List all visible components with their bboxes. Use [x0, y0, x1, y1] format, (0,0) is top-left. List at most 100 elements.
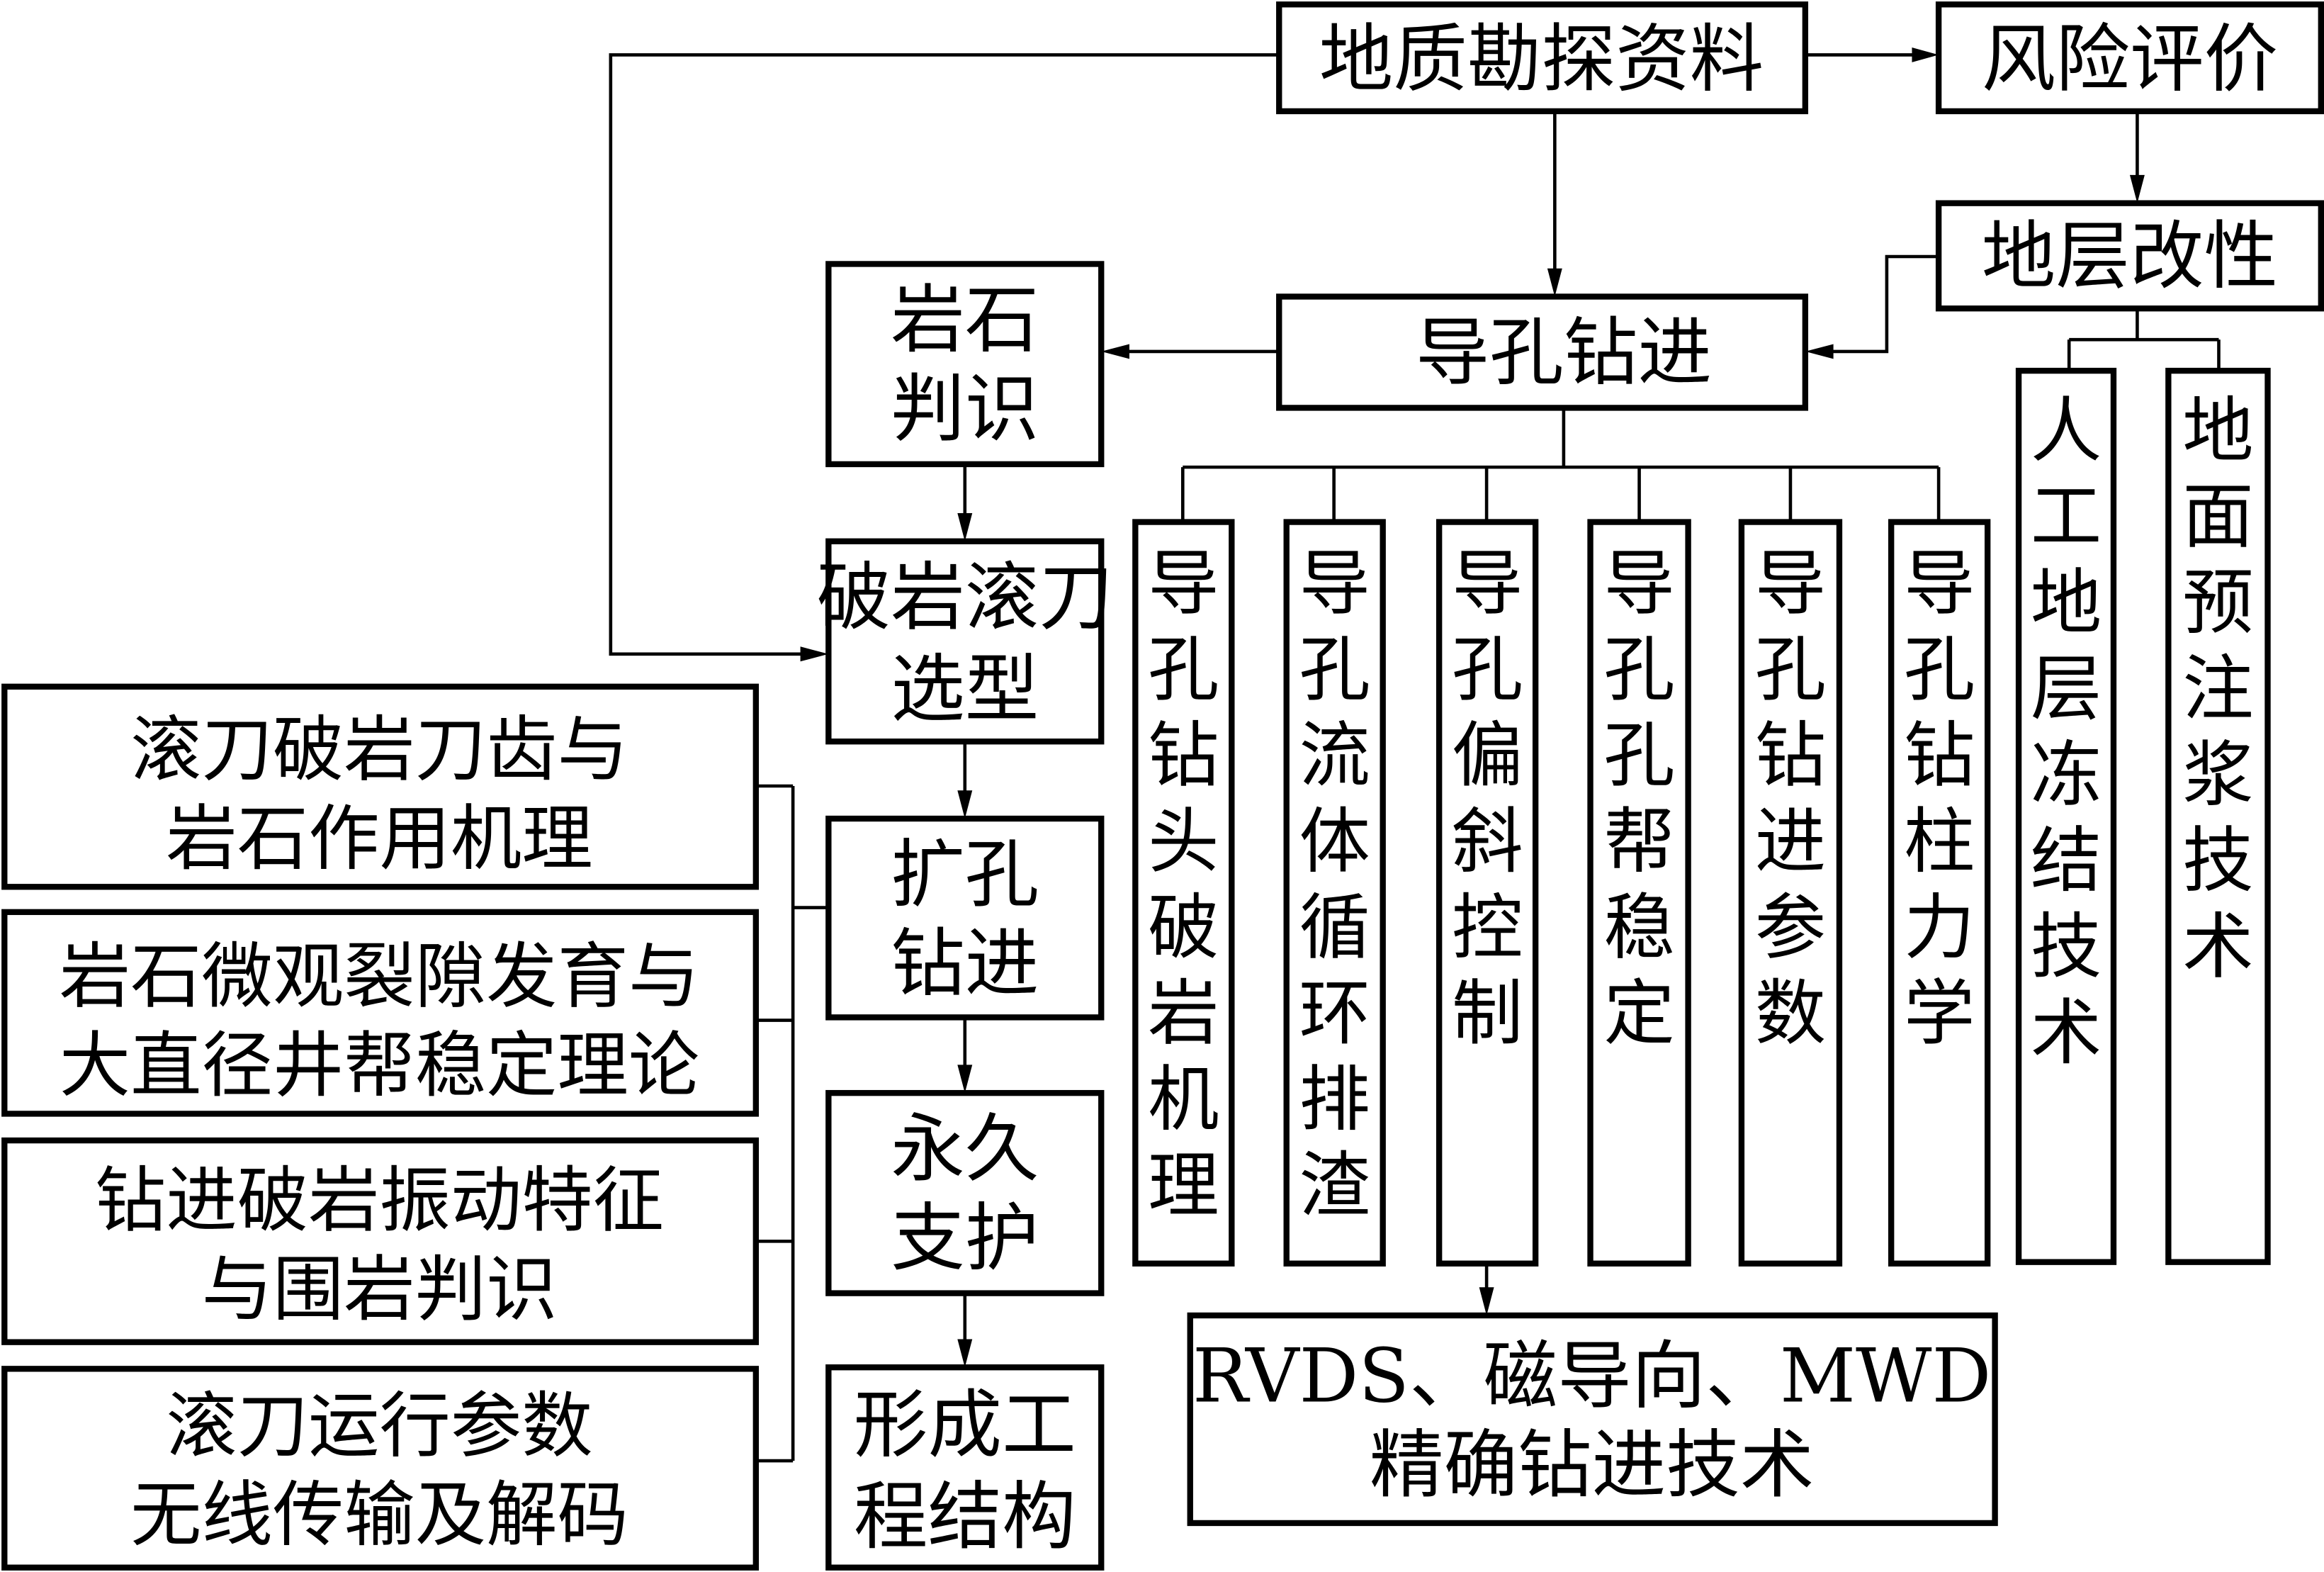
node-label-line2: 选型: [891, 646, 1039, 733]
topic-line1: 钻进破岩振动特征: [95, 1159, 664, 1242]
arrowhead-support: [957, 1065, 973, 1094]
vertical-char: 孔: [1904, 628, 1975, 711]
vertical-char: 体: [1299, 800, 1370, 883]
node-risk-eval: 风险评价: [1935, 1, 2324, 115]
vertical-char: 偏: [1452, 714, 1523, 797]
pilot-topic-1: 导孔钻头破岩机理: [1132, 519, 1235, 1267]
vertical-char: 制: [1452, 972, 1523, 1055]
arrowhead-pilot-top: [1547, 268, 1562, 297]
node-label: 风险评价: [1982, 16, 2278, 102]
left-topic-3: 钻进破岩振动特征 与围岩判识: [1, 1137, 760, 1345]
node-cutter-select: 破岩滚刀 选型: [817, 538, 1113, 745]
vertical-topic-label: 导孔钻柱力学: [1904, 542, 1975, 1055]
node-label-line1: 扩孔: [891, 831, 1039, 918]
topic-line1: 滚刀运行参数: [166, 1384, 592, 1467]
node-precision-drill: RVDS、磁导向、MWD 精确钻进技术: [1187, 1312, 1998, 1527]
pilot-topic-4: 导孔孔帮稳定: [1587, 519, 1691, 1267]
arrowhead-struct: [957, 1339, 973, 1368]
arrowhead-cutter-left: [800, 646, 829, 662]
topic-line1: 岩石微观裂隙发育与: [60, 935, 700, 1018]
vertical-char: 斜: [1452, 800, 1523, 883]
topic-line2: 大直径井帮稳定理论: [60, 1024, 700, 1107]
vertical-char: 孔: [1603, 628, 1674, 711]
edge-strata-to-pilot: [1829, 254, 1939, 354]
left-topic-4: 滚刀运行参数 无线传输及解码: [1, 1366, 760, 1571]
node-label: 地质勘探资料: [1319, 16, 1764, 102]
vertical-char: 稳: [1603, 886, 1674, 969]
pilot-topic-5: 导孔钻进参数: [1738, 519, 1843, 1267]
vertical-char: 导: [1452, 542, 1523, 625]
vertical-char: 孔: [1603, 714, 1674, 797]
arrowhead-rock: [1101, 344, 1129, 359]
arrowhead-pilot-right: [1805, 344, 1834, 359]
arrowhead-precision: [1479, 1287, 1494, 1316]
pilot-topic-3: 导孔偏斜控制: [1435, 519, 1539, 1267]
node-label-line2: 判识: [891, 366, 1039, 452]
vertical-char: 浆: [2182, 734, 2253, 816]
vertical-char: 破: [1148, 886, 1219, 969]
topic-line1: 滚刀破岩刀齿与: [130, 708, 628, 791]
strata-topic-1: 人工地层冻结技术: [2015, 367, 2117, 1265]
vertical-char: 导: [1755, 542, 1826, 625]
vertical-char: 岩: [1148, 972, 1219, 1055]
node-label-line2: 程结构: [854, 1473, 1076, 1560]
connectors: [609, 47, 2221, 1463]
pilot-topic-6: 导孔钻柱力学: [1888, 519, 1991, 1267]
vertical-char: 流: [1299, 714, 1370, 797]
vertical-char: 控: [1452, 886, 1523, 969]
node-label-line1: RVDS、磁导向、MWD: [1192, 1332, 1991, 1419]
vertical-char: 排: [1299, 1058, 1370, 1141]
vertical-char: 柱: [1904, 800, 1975, 883]
arrowhead-cutter-top: [957, 512, 973, 541]
node-geo-survey: 地质勘探资料: [1276, 1, 1809, 115]
arrowhead-risk: [1912, 47, 1939, 62]
vertical-char: 术: [2031, 992, 2102, 1074]
topic-line2: 无线传输及解码: [130, 1473, 628, 1556]
vertical-char: 导: [1904, 542, 1975, 625]
vertical-char: 钻: [1904, 714, 1975, 797]
vertical-char: 循: [1299, 886, 1370, 969]
left-topic-1: 滚刀破岩刀齿与 岩石作用机理: [1, 683, 760, 890]
vertical-char: 头: [1148, 800, 1219, 883]
vertical-topic-label: 导孔钻头破岩机理: [1148, 542, 1219, 1228]
node-label: 导孔钻进: [1416, 310, 1712, 396]
vertical-char: 冻: [2031, 734, 2102, 816]
vertical-topic-label: 地面预注浆技术: [2182, 389, 2253, 988]
strata-topic-2: 地面预注浆技术: [2165, 367, 2271, 1265]
vertical-topic-label: 导孔偏斜控制: [1452, 542, 1523, 1055]
vertical-char: 工: [2031, 476, 2102, 558]
node-label: 地层改性: [1982, 213, 2278, 300]
vertical-char: 面: [2182, 476, 2253, 558]
vertical-char: 导: [1148, 542, 1219, 625]
arrowhead-ream: [957, 790, 973, 819]
vertical-topic-label: 人工地层冻结技术: [2031, 389, 2102, 1074]
node-label-line1: 岩石: [891, 277, 1039, 364]
vertical-topic-label: 导孔钻进参数: [1755, 542, 1826, 1055]
vertical-char: 地: [2182, 389, 2253, 472]
vertical-char: 孔: [1148, 628, 1219, 711]
vertical-topic-label: 导孔孔帮稳定: [1603, 542, 1674, 1055]
node-strata-mod: 地层改性: [1935, 200, 2324, 312]
node-label-line1: 破岩滚刀: [817, 554, 1113, 641]
vertical-char: 参: [1755, 886, 1826, 969]
vertical-char: 学: [1904, 972, 1975, 1055]
vertical-char: 钻: [1755, 714, 1826, 797]
topic-line2: 岩石作用机理: [166, 797, 592, 880]
vertical-char: 人: [2031, 389, 2102, 472]
node-rock-ident: 岩石 判识: [825, 261, 1105, 468]
vertical-char: 孔: [1755, 628, 1826, 711]
node-label-line2: 精确钻进技术: [1370, 1422, 1814, 1508]
vertical-char: 术: [2182, 906, 2253, 989]
vertical-char: 钻: [1148, 714, 1219, 797]
vertical-char: 机: [1148, 1058, 1219, 1141]
pilot-topic-2: 导孔流体循环排渣: [1283, 519, 1386, 1267]
vertical-char: 力: [1904, 886, 1975, 969]
node-label-line1: 形成工: [854, 1381, 1076, 1468]
vertical-char: 技: [2182, 819, 2253, 902]
vertical-char: 技: [2031, 906, 2102, 989]
node-label-line2: 钻进: [891, 921, 1039, 1007]
edge-geo-to-cutter: [609, 53, 1280, 656]
vertical-char: 孔: [1452, 628, 1523, 711]
vertical-char: 理: [1148, 1144, 1219, 1227]
